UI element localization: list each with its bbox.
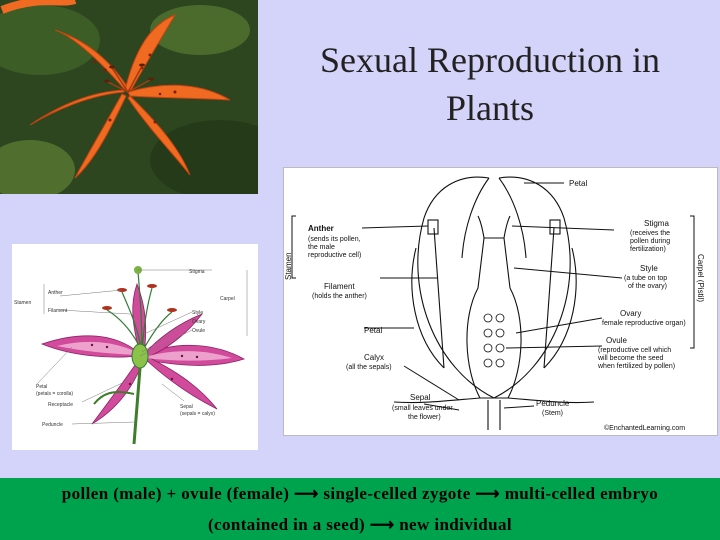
lily-label-stamen: Stamen	[14, 300, 31, 306]
lily-label-petal-desc: (petals = corolla)	[36, 391, 73, 397]
lily-label-ovule: Ovule	[192, 328, 205, 334]
label-ovule-desc-2: will become the seed	[597, 355, 663, 362]
label-petal-inner: Petal	[364, 326, 382, 335]
lily-label-stigma: Stigma	[189, 269, 205, 275]
label-peduncle: Peduncle	[536, 399, 570, 408]
label-ovule-desc-3: when fertilized by pollen)	[597, 363, 675, 370]
label-ovule: Ovule	[606, 336, 627, 345]
label-stigma-desc-3: fertilization)	[630, 246, 666, 253]
label-anther-desc-2: the male	[308, 244, 335, 251]
label-carpel: Carpel (Pistil)	[696, 254, 705, 302]
label-credit: ©EnchantedLearning.com	[604, 424, 685, 432]
lily-label-peduncle: Peduncle	[42, 422, 63, 428]
lily-label-carpel: Carpel	[220, 296, 235, 302]
lily-label-sepal-desc: (sepals = calyx)	[180, 411, 215, 417]
label-anther: Anther	[308, 224, 334, 233]
lily-label-anther: Anther	[48, 290, 63, 296]
label-calyx-desc: (all the sepals)	[346, 364, 392, 371]
lily-anatomy-diagram: Stigma Carpel Stamen Anther Filament Sty…	[12, 244, 258, 450]
label-style-desc-1: (a tube on top	[624, 275, 667, 282]
label-calyx: Calyx	[364, 353, 384, 362]
orange-lily-photo	[0, 0, 258, 194]
label-peduncle-desc: (Stem)	[542, 410, 563, 417]
label-style-desc-2: of the ovary)	[628, 283, 667, 290]
slide-title: Sexual Reproduction in Plants	[290, 36, 690, 132]
label-ovary-desc: female reproductive organ)	[602, 320, 686, 327]
footer-line-1: pollen (male) + ovule (female) ⟶ single-…	[0, 478, 720, 509]
label-style: Style	[640, 264, 658, 273]
footer-banner: pollen (male) + ovule (female) ⟶ single-…	[0, 478, 720, 540]
lily-label-style: Style	[192, 310, 203, 316]
label-ovary: Ovary	[620, 309, 641, 318]
label-filament-desc: (holds the anther)	[312, 293, 367, 300]
label-anther-desc-3: reproductive cell)	[308, 252, 361, 259]
label-stigma: Stigma	[644, 219, 669, 228]
lily-label-receptacle: Receptacle	[48, 402, 73, 408]
label-filament: Filament	[324, 282, 355, 291]
label-stigma-desc-1: (receives the	[630, 230, 670, 237]
label-sepal-desc-1: (small leaves under	[392, 405, 453, 412]
lily-label-filament: Filament	[48, 308, 68, 314]
footer-line-2: (contained in a seed) ⟶ new individual	[0, 509, 720, 540]
label-sepal-desc-2: the flower)	[408, 414, 441, 421]
label-stamen: Stamen	[284, 252, 293, 280]
flower-anatomy-diagram: Petal Anther (sends its pollen, the male…	[283, 167, 718, 436]
lily-label-petal: Petal	[36, 384, 47, 390]
label-stigma-desc-2: pollen during	[630, 238, 670, 245]
lily-label-ovary: Ovary	[192, 319, 206, 325]
label-ovule-desc-1: (reproductive cell which	[598, 347, 671, 354]
label-sepal: Sepal	[410, 393, 431, 402]
label-anther-desc-1: (sends its pollen,	[308, 236, 361, 243]
label-petal-top: Petal	[569, 179, 587, 188]
lily-label-sepal: Sepal	[180, 404, 193, 410]
title-line-1: Sexual Reproduction in	[290, 36, 690, 84]
title-line-2: Plants	[290, 84, 690, 132]
